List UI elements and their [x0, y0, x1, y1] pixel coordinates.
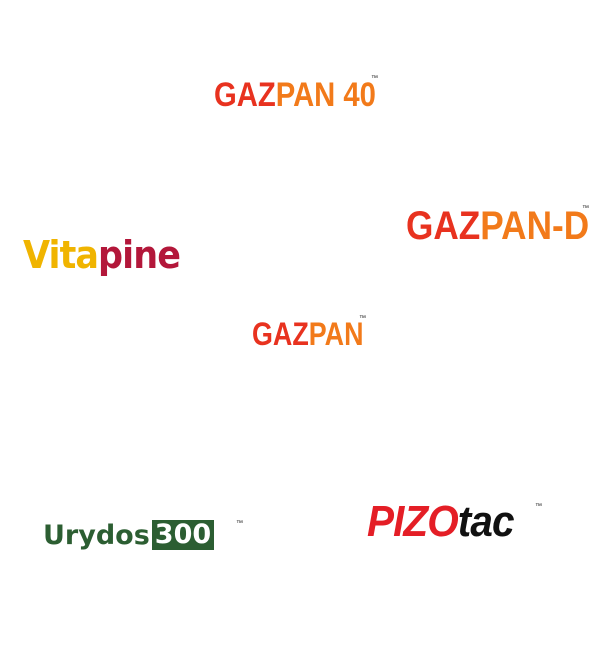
vitapine-wordmark: Vitapine [23, 233, 181, 277]
pizotac-part1: PIZO [367, 497, 459, 546]
gazpan-logo: GAZPAN ™ [252, 315, 385, 350]
gazpan-d-part2: PAN-D [480, 204, 590, 248]
vitapine-part1: Vita [23, 233, 99, 277]
gazpan-part2: PAN [308, 316, 364, 352]
gazpan-wordmark: GAZPAN [252, 318, 363, 350]
vitapine-part2: pine [98, 233, 181, 277]
urydos-trademark: ™ [236, 520, 243, 527]
gazpan-trademark: ™ [359, 315, 366, 322]
pizotac-wordmark: PIZOtac [367, 500, 514, 544]
vitapine-logo: Vitapine [23, 236, 194, 274]
pizotac-part2: tac [457, 497, 515, 546]
gazpan-d-trademark: ™ [582, 205, 589, 212]
urydos-wordmark: Urydos [43, 519, 150, 551]
gazpan-40-part1: GAZ [214, 76, 276, 114]
gazpan-40-trademark: ™ [371, 75, 378, 82]
gazpan-d-logo: GAZPAN-D ™ [406, 205, 603, 246]
gazpan-d-wordmark: GAZPAN-D [406, 206, 589, 246]
urydos-300-logo: Urydos 300 ™ [43, 519, 243, 551]
gazpan-40-logo: GAZPAN 40 ™ [214, 75, 402, 112]
pizotac-trademark: ™ [535, 503, 542, 510]
gazpan-d-part1: GAZ [406, 204, 481, 248]
gazpan-40-part2: PAN 40 [275, 76, 376, 114]
gazpan-part1: GAZ [252, 316, 309, 352]
pizotac-logo: PIZOtac ™ [367, 500, 542, 544]
gazpan-40-wordmark: GAZPAN 40 [214, 78, 376, 112]
urydos-number-box: 300 [151, 520, 215, 550]
